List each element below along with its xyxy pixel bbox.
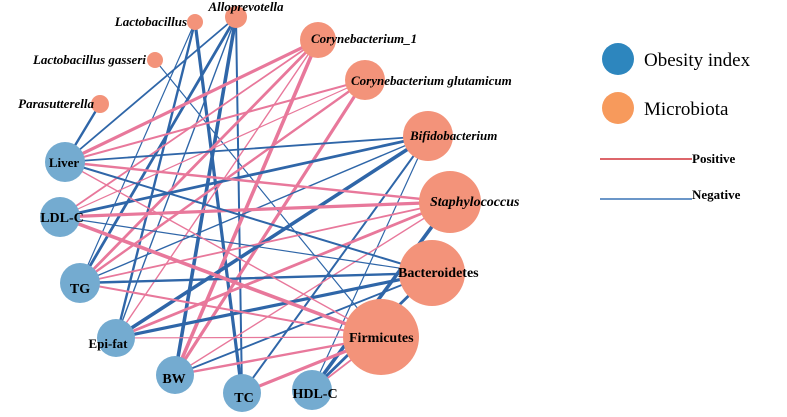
edge-positive [64, 161, 382, 338]
edge-negative [241, 135, 429, 394]
node-epifat: Epi-fat [89, 319, 135, 357]
node-label: Alloprevotella [207, 0, 284, 14]
node-firmicutes: Firmicutes [343, 299, 419, 375]
edge-positive [173, 78, 367, 377]
edge-negative [64, 16, 237, 163]
edge-positive [58, 215, 383, 339]
node-corynebacteriumglutamicum: Corynebacterium glutamicum [345, 60, 512, 100]
node-lactobacillus: Lactobacillus [114, 14, 203, 30]
node-ldlc: LDL-C [40, 197, 84, 237]
node-label: Epi-fat [89, 336, 129, 351]
node-label: Lactobacillus [114, 14, 187, 29]
node-alloprevotella: Alloprevotella [207, 0, 284, 28]
edge-positive [79, 201, 451, 284]
node-label: TC [234, 391, 253, 406]
node-bifidobacterium: Bifidobacterium [403, 111, 497, 161]
legend-microbiota-label: Microbiota [644, 99, 729, 120]
node-hdlc: HDL-C [292, 370, 338, 410]
legend-obesity-marker [602, 43, 634, 75]
node-circle [399, 240, 465, 306]
edge-negative [173, 15, 238, 377]
node-parasutterella: Parasutterella [18, 95, 109, 113]
edge-positive [115, 336, 382, 339]
edge-positive [63, 38, 320, 164]
edge-negative [64, 135, 429, 163]
nodes-layer: Lactobacillus AlloprevotellaCorynebacteri… [18, 0, 520, 412]
node-label: Bacteroidetes [398, 266, 479, 281]
edge-negative [114, 20, 197, 340]
node-label: Firmicutes [349, 331, 414, 346]
node-circle [343, 299, 419, 375]
node-staphylococcus: Staphylococcus [419, 171, 520, 233]
edge-positive [63, 160, 452, 204]
edge-positive [173, 38, 320, 377]
edge-positive [64, 79, 366, 163]
node-corynebacterium_1: Corynebacterium_1 [300, 22, 417, 58]
node-circle [187, 14, 203, 30]
node-liver: Liver [45, 142, 85, 182]
edge-negative [64, 161, 433, 274]
edge-negative [79, 21, 196, 284]
node-label: LDL-C [40, 211, 84, 226]
node-label: Corynebacterium_1 [311, 31, 417, 46]
node-label: Staphylococcus [430, 195, 520, 210]
node-circle [40, 197, 80, 237]
edge-negative [311, 135, 429, 391]
edge-positive [79, 282, 382, 338]
edge-positive [59, 79, 366, 218]
node-lactobacillusgasseri: Lactobacillus gasseri [32, 52, 163, 68]
node-label: HDL-C [292, 387, 337, 402]
edge-positive [114, 200, 452, 340]
edges-layer [58, 15, 452, 395]
node-circle [60, 263, 100, 303]
edge-negative [59, 216, 433, 274]
node-circle [419, 171, 481, 233]
edge-negative [114, 134, 430, 340]
edge-negative [114, 271, 434, 340]
node-circle [45, 142, 85, 182]
node-circle [91, 95, 109, 113]
edge-positive [174, 201, 451, 376]
node-bacteroidetes: Bacteroidetes [398, 240, 479, 306]
legend-negative-label: Negative [692, 187, 741, 202]
edge-positive [78, 38, 320, 285]
legend: Obesity index Microbiota Positive Negati… [600, 43, 751, 202]
node-label: TG [70, 282, 90, 297]
edge-positive [58, 200, 452, 219]
node-circle [147, 52, 163, 68]
node-label: BW [162, 372, 185, 387]
node-circle [97, 319, 135, 357]
edge-negative [78, 271, 434, 285]
node-circle [403, 111, 453, 161]
edge-negative [310, 200, 452, 392]
node-circle [292, 370, 332, 410]
node-circle [225, 6, 247, 28]
legend-obesity-label: Obesity index [644, 50, 751, 71]
node-label: Corynebacterium glutamicum [351, 73, 512, 88]
node-circle [156, 356, 194, 394]
node-label: Bifidobacterium [409, 128, 497, 143]
node-bw: BW [156, 356, 194, 394]
legend-microbiota-marker [602, 92, 634, 124]
node-tg: TG [60, 263, 100, 303]
node-label: Liver [49, 155, 80, 170]
legend-positive-label: Positive [692, 151, 736, 166]
edge-negative [115, 16, 237, 339]
edge-positive [115, 39, 319, 339]
node-circle [345, 60, 385, 100]
node-circle [223, 374, 261, 412]
node-circle [300, 22, 336, 58]
edge-negative [58, 134, 430, 219]
node-label: Parasutterella [18, 96, 94, 111]
node-tc: TC [223, 374, 261, 412]
node-label: Lactobacillus gasseri [32, 52, 146, 67]
